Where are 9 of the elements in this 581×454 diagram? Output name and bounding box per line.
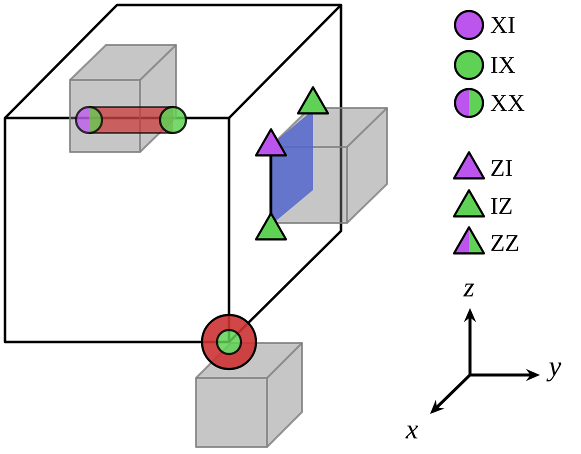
- axis-label: z: [463, 284, 474, 296]
- legend-label: XI: [490, 17, 515, 33]
- legend-label: XX: [490, 95, 524, 111]
- axis-label: y: [546, 362, 562, 382]
- axis-label: x: [405, 426, 418, 438]
- legend-label: ZZ: [491, 235, 518, 251]
- legend-label: IX: [491, 57, 516, 73]
- legend-label: IZ: [491, 198, 512, 214]
- legend-label: ZI: [491, 160, 512, 176]
